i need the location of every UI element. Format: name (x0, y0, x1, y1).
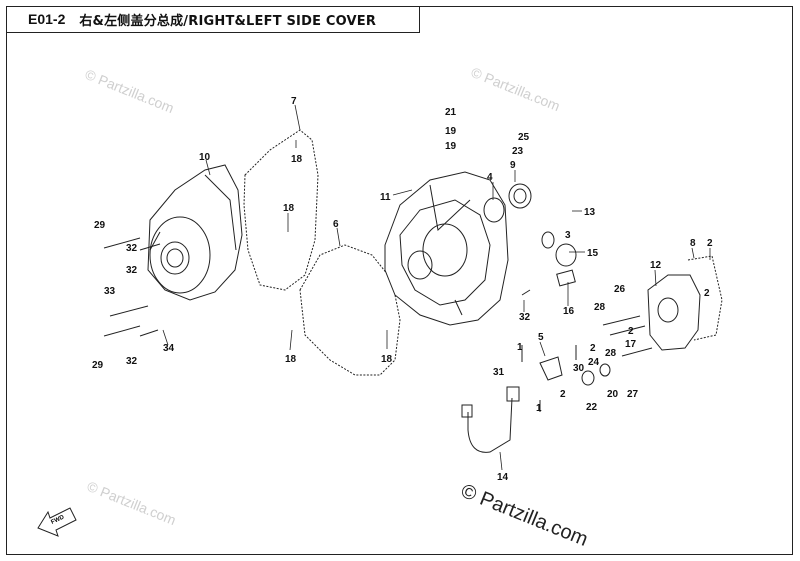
callout-24: 24 (588, 357, 600, 368)
callout-26: 26 (614, 284, 626, 295)
callout-19: 19 (445, 141, 457, 152)
callout-32: 32 (126, 265, 138, 276)
watermark: © Partzilla.com (85, 478, 178, 528)
callout-27: 27 (627, 389, 639, 400)
left-gasket-part (243, 129, 319, 291)
sensor-cable-part (461, 386, 520, 453)
callout-19: 19 (445, 126, 457, 137)
callout-18: 18 (381, 354, 393, 365)
diagram-frame (6, 6, 793, 555)
callout-32: 32 (519, 312, 531, 323)
callouts: 10 7 18 18 6 29 32 32 33 29 32 34 18 18 … (92, 96, 713, 483)
callout-2: 2 (590, 343, 596, 354)
callout-1: 1 (517, 342, 523, 353)
callout-10: 10 (199, 152, 211, 163)
callout-33: 33 (104, 286, 116, 297)
callout-32: 32 (126, 356, 138, 367)
right-cover-part (384, 171, 509, 326)
callout-11: 11 (380, 192, 391, 203)
callout-31: 31 (493, 367, 505, 378)
callout-18: 18 (285, 354, 297, 365)
callout-32: 32 (126, 243, 138, 254)
o-ring-part (483, 197, 505, 223)
callout-25: 25 (518, 132, 530, 143)
diagram-code: E01-2 (28, 11, 66, 27)
callout-14: 14 (497, 472, 509, 483)
bracket-part (539, 356, 563, 381)
title-box: E01-2 右&左侧盖分总成/RIGHT&LEFT SIDE COVER (6, 6, 420, 33)
callout-21: 21 (445, 107, 457, 118)
callout-8: 8 (690, 238, 696, 249)
callout-16: 16 (563, 306, 575, 317)
callout-20: 20 (607, 389, 619, 400)
callout-5: 5 (538, 332, 544, 343)
callout-29: 29 (94, 220, 106, 231)
callout-3: 3 (565, 230, 571, 241)
callout-4: 4 (487, 172, 493, 183)
callout-23: 23 (512, 146, 524, 157)
callout-2: 2 (560, 389, 566, 400)
small-cover-part (647, 255, 723, 351)
callout-29: 29 (92, 360, 104, 371)
callout-13: 13 (584, 207, 596, 218)
oil-seal-part (508, 183, 532, 209)
callout-22: 22 (586, 402, 598, 413)
callout-2: 2 (704, 288, 710, 299)
fwd-arrow (37, 507, 77, 537)
bolts (103, 237, 653, 412)
watermark: © Partzilla.com (469, 64, 562, 114)
diagram-title: 右&左侧盖分总成/RIGHT&LEFT SIDE COVER (79, 13, 377, 29)
callout-6: 6 (333, 219, 339, 230)
callout-2: 2 (707, 238, 713, 249)
callout-1: 1 (536, 403, 542, 414)
leader-lines (162, 104, 711, 471)
label-plate-part (556, 269, 576, 287)
callout-9: 9 (510, 160, 516, 171)
callout-7: 7 (291, 96, 297, 107)
watermark: © Partzilla.com (83, 66, 176, 116)
callout-17: 17 (625, 339, 637, 350)
callout-12: 12 (650, 260, 662, 271)
callout-18: 18 (283, 203, 295, 214)
callout-18: 18 (291, 154, 303, 165)
callout-15: 15 (587, 248, 599, 259)
callout-28: 28 (594, 302, 606, 313)
callout-34: 34 (163, 343, 175, 354)
fwd-label: FWD (50, 514, 66, 525)
callout-28: 28 (605, 348, 617, 359)
callout-2: 2 (628, 326, 634, 337)
left-cover-part (147, 164, 243, 301)
callout-30: 30 (573, 363, 585, 374)
